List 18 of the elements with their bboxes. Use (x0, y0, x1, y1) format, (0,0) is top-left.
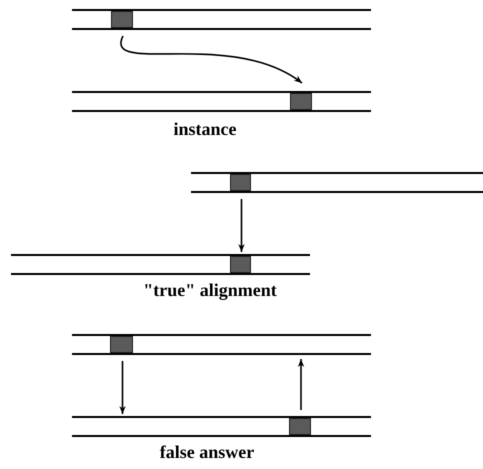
caption-text: instance (174, 118, 236, 140)
arrow (298, 359, 304, 410)
shaded-segment (289, 418, 311, 435)
strand-band (72, 91, 371, 112)
strand-band (191, 172, 483, 193)
caption-text: "true" alignment (143, 279, 277, 301)
shaded-segment (230, 174, 251, 191)
strand-band (72, 9, 371, 30)
strand-band (11, 254, 310, 275)
shaded-segment (230, 256, 251, 273)
strand-band (72, 416, 371, 437)
shaded-segment (110, 336, 133, 353)
shaded-segment (111, 11, 133, 28)
arrow (119, 361, 126, 414)
caption-text: false answer (160, 441, 254, 463)
strand-band (72, 334, 371, 355)
arrow (238, 199, 245, 252)
shaded-segment (290, 93, 312, 110)
